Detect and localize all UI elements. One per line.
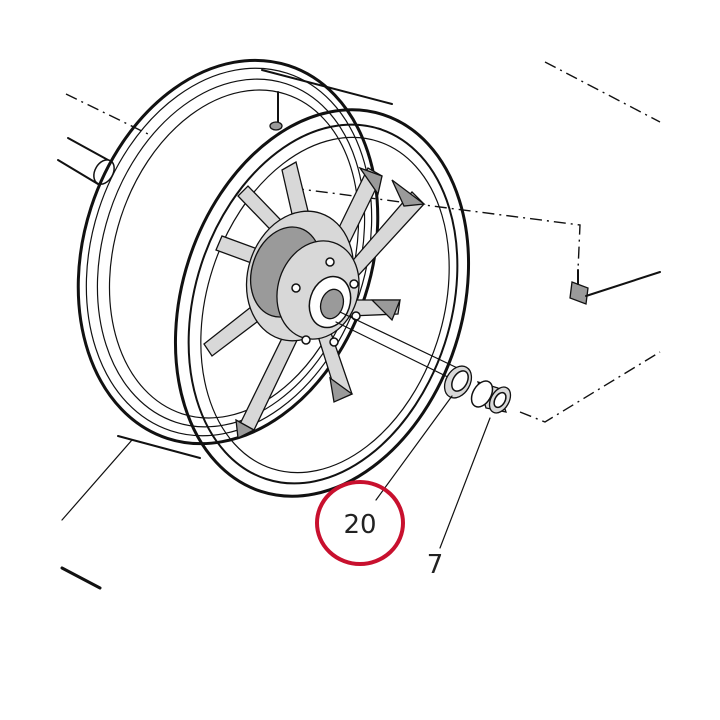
wheel	[76, 58, 471, 498]
callout-spacer: 7	[427, 550, 444, 580]
bracket-fragment	[60, 566, 102, 590]
callout-seal: 20	[315, 480, 405, 566]
callout-number-7: 7	[427, 550, 444, 580]
valve-stem	[269, 91, 283, 131]
callout-number-20: 20	[343, 510, 376, 540]
spacer-bushing	[470, 380, 512, 414]
seal-ring	[443, 365, 473, 399]
leader-seal	[375, 395, 453, 501]
leader-rim	[61, 439, 133, 521]
assembly-line	[339, 311, 471, 375]
highlight-ring	[315, 480, 405, 566]
hub	[245, 210, 361, 347]
leader-spacer	[439, 417, 491, 549]
bleed-valve-part	[569, 269, 661, 305]
